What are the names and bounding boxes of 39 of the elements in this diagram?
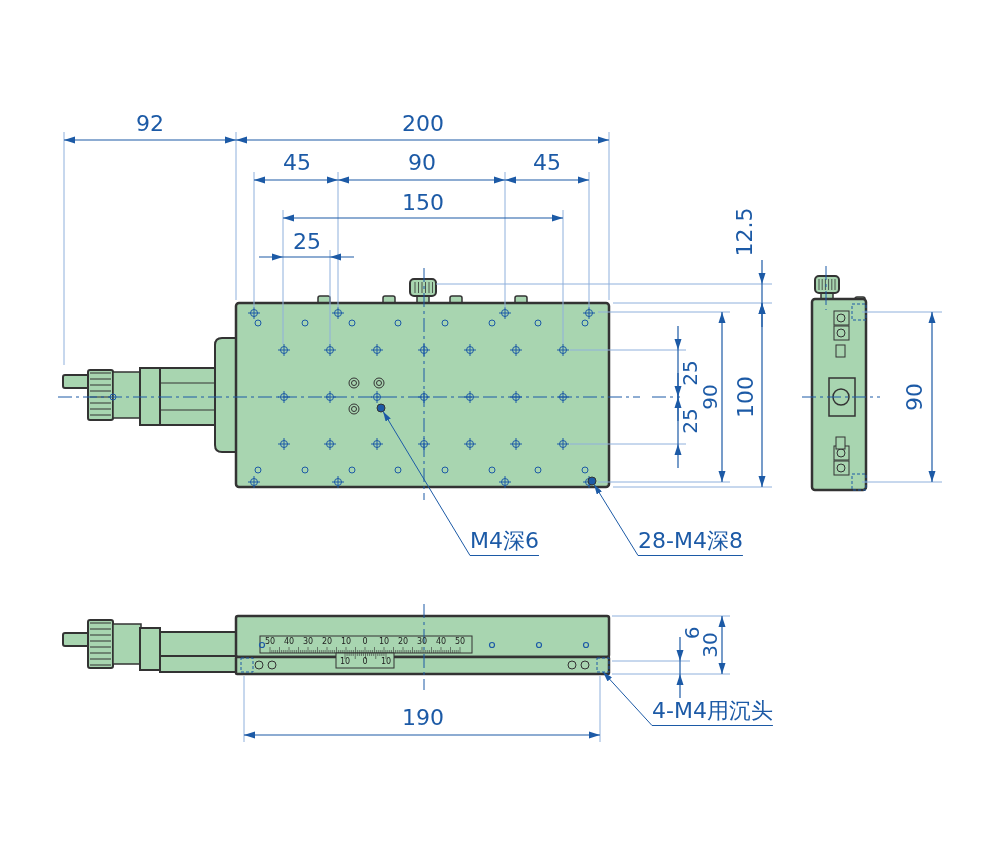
dimension-label: 12.5 — [734, 207, 756, 257]
dimension-label: 45 — [533, 152, 561, 174]
dimension-label: 25 — [680, 408, 700, 434]
scale-number: 30 — [416, 638, 428, 646]
leader-line — [382, 410, 540, 556]
dimension-label: 30 — [700, 632, 720, 658]
callout-label: 28-M4深8 — [638, 530, 743, 556]
dimension-label: 90 — [904, 383, 926, 411]
callout-label: M4深6 — [470, 530, 539, 556]
scale-number: 10 — [340, 638, 352, 646]
scale-number: 20 — [397, 638, 409, 646]
scale-number: 10 — [380, 658, 392, 666]
counterbore-hole — [596, 657, 610, 673]
dimension-label: 200 — [402, 113, 444, 135]
dimension-label: 90 — [700, 384, 720, 410]
scale-number: 0 — [362, 638, 368, 646]
dimension-label: 25 — [293, 231, 321, 253]
dimension-label: 6 — [682, 626, 702, 640]
scale-number: 20 — [321, 638, 333, 646]
scale-number: 50 — [454, 638, 466, 646]
hole — [587, 476, 597, 486]
dimension-label: 150 — [402, 192, 444, 214]
scale-number: 30 — [302, 638, 314, 646]
hole — [376, 403, 386, 413]
scale-number: 10 — [378, 638, 390, 646]
leader-line — [593, 483, 744, 556]
scale-number: 10 — [339, 658, 351, 666]
leader-line — [602, 671, 774, 726]
dimension-label: 100 — [735, 376, 757, 418]
dimension-label: 92 — [136, 113, 164, 135]
scale-number: 40 — [435, 638, 447, 646]
scale-number: 40 — [283, 638, 295, 646]
dimension-label: 90 — [408, 152, 436, 174]
scale-number: 0 — [362, 658, 368, 666]
scale-number: 50 — [264, 638, 276, 646]
dimension-label: 190 — [402, 707, 444, 729]
dimension-label: 45 — [283, 152, 311, 174]
callout-label: 4-M4用沉头 — [652, 700, 773, 726]
dimension-label: 25 — [680, 360, 700, 386]
